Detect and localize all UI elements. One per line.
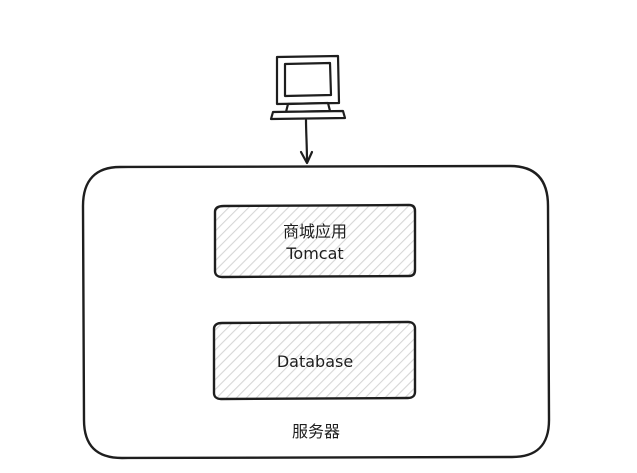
server-container: [81, 164, 551, 460]
database-box: Database: [212, 320, 417, 401]
app-label-line1: 商城应用: [283, 222, 347, 241]
app-box: 商城应用 Tomcat: [213, 203, 417, 279]
connection-arrow: [299, 118, 314, 165]
server-label: 服务器: [292, 422, 340, 441]
app-label-line2: Tomcat: [285, 244, 343, 263]
database-label: Database: [277, 352, 353, 371]
computer-monitor-icon: [269, 54, 347, 121]
